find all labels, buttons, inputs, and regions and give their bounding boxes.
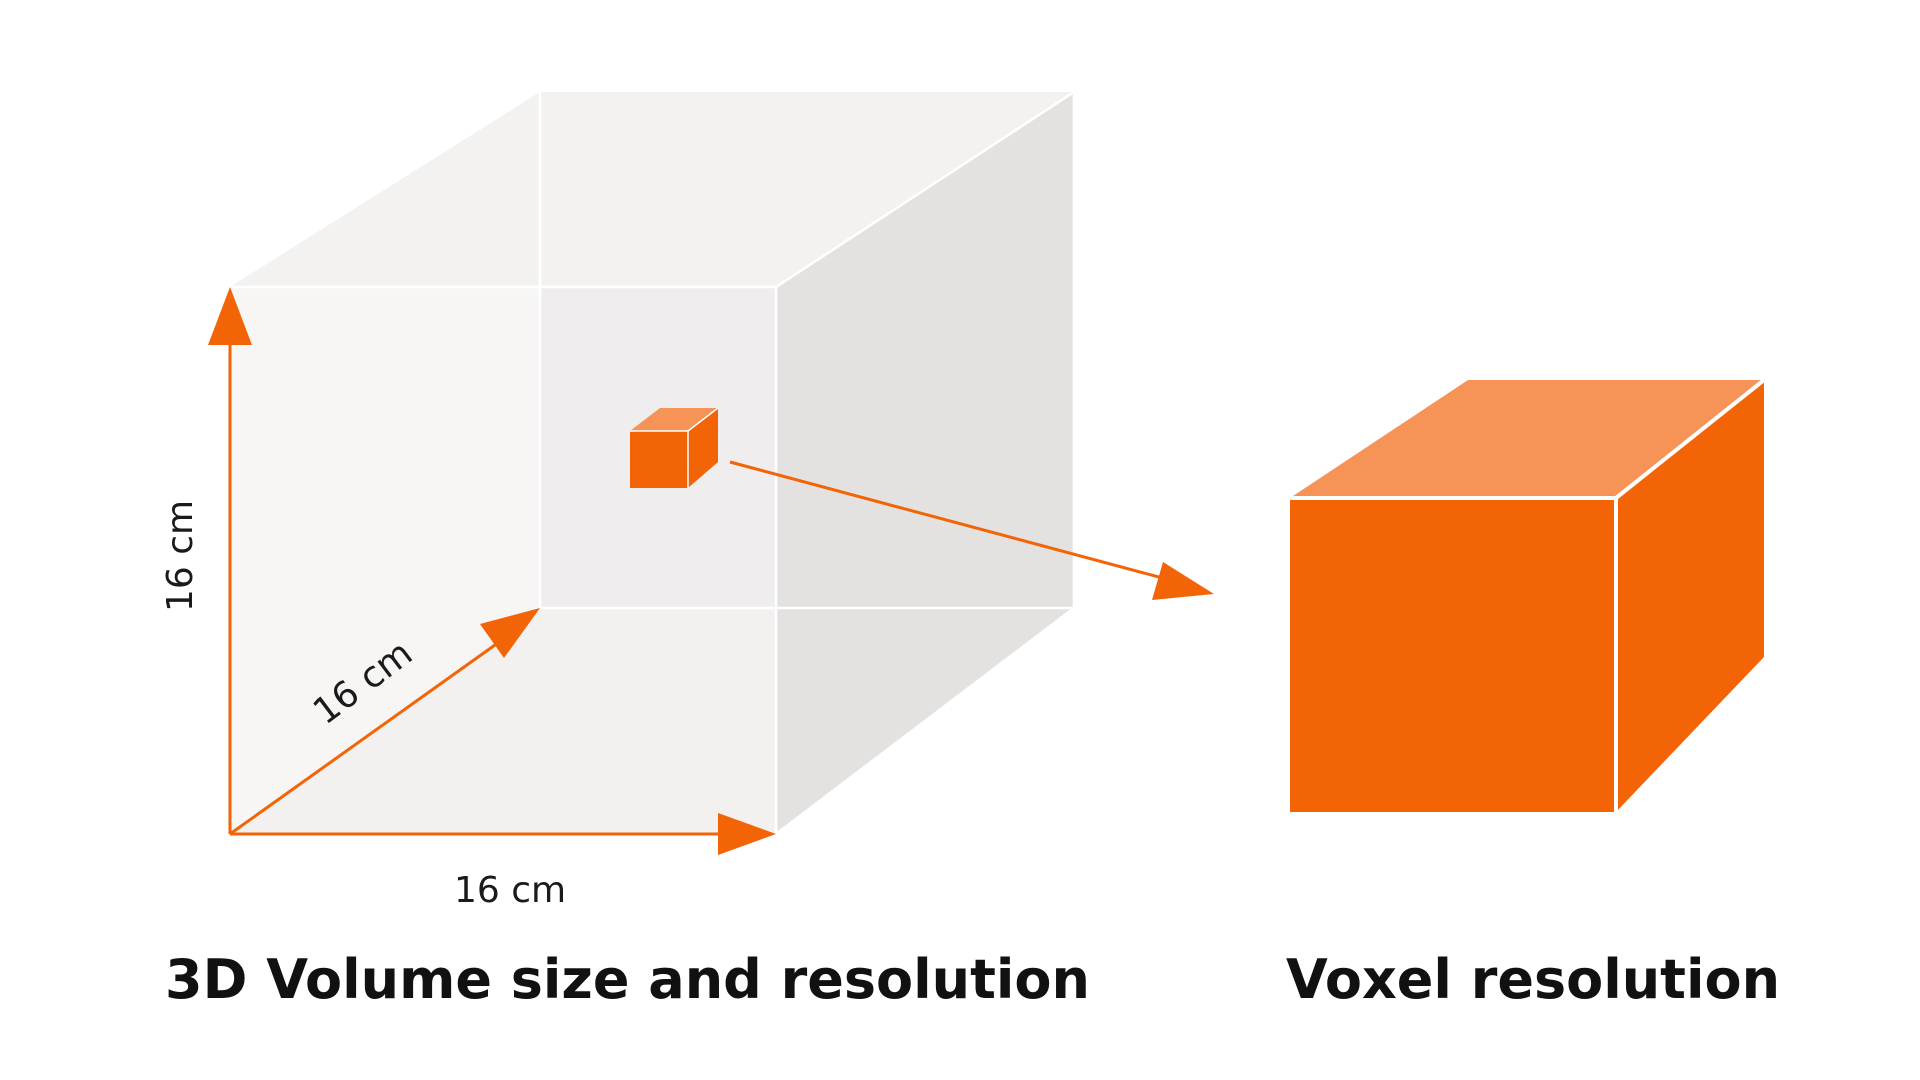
large-voxel-top	[1290, 380, 1764, 498]
depth-arrowhead	[480, 608, 540, 658]
zoom-arrowhead	[1152, 562, 1214, 600]
zoom-arrow-shaft	[729, 460, 1171, 582]
small-voxel	[630, 407, 719, 488]
height-label: 16 cm	[160, 500, 201, 612]
dimension-arrows	[208, 287, 1214, 855]
voxel-caption: Voxel resolution	[1286, 948, 1780, 1011]
large-voxel-front	[1290, 498, 1616, 812]
width-label: 16 cm	[454, 870, 566, 911]
small-voxel-front	[630, 431, 688, 488]
small-voxel-top	[630, 408, 718, 431]
large-voxel	[1290, 378, 1766, 812]
volume-front-face	[230, 287, 776, 834]
height-arrowhead	[208, 287, 252, 345]
volume-edges	[230, 90, 1076, 836]
volume-right-face	[776, 92, 1074, 834]
volume-caption: 3D Volume size and resolution	[165, 948, 1090, 1011]
depth-arrow-shaft	[229, 638, 503, 836]
large-voxel-right	[1616, 380, 1764, 812]
width-arrowhead	[718, 813, 776, 855]
small-voxel-right	[688, 408, 718, 488]
volume-top-face	[230, 92, 1074, 287]
